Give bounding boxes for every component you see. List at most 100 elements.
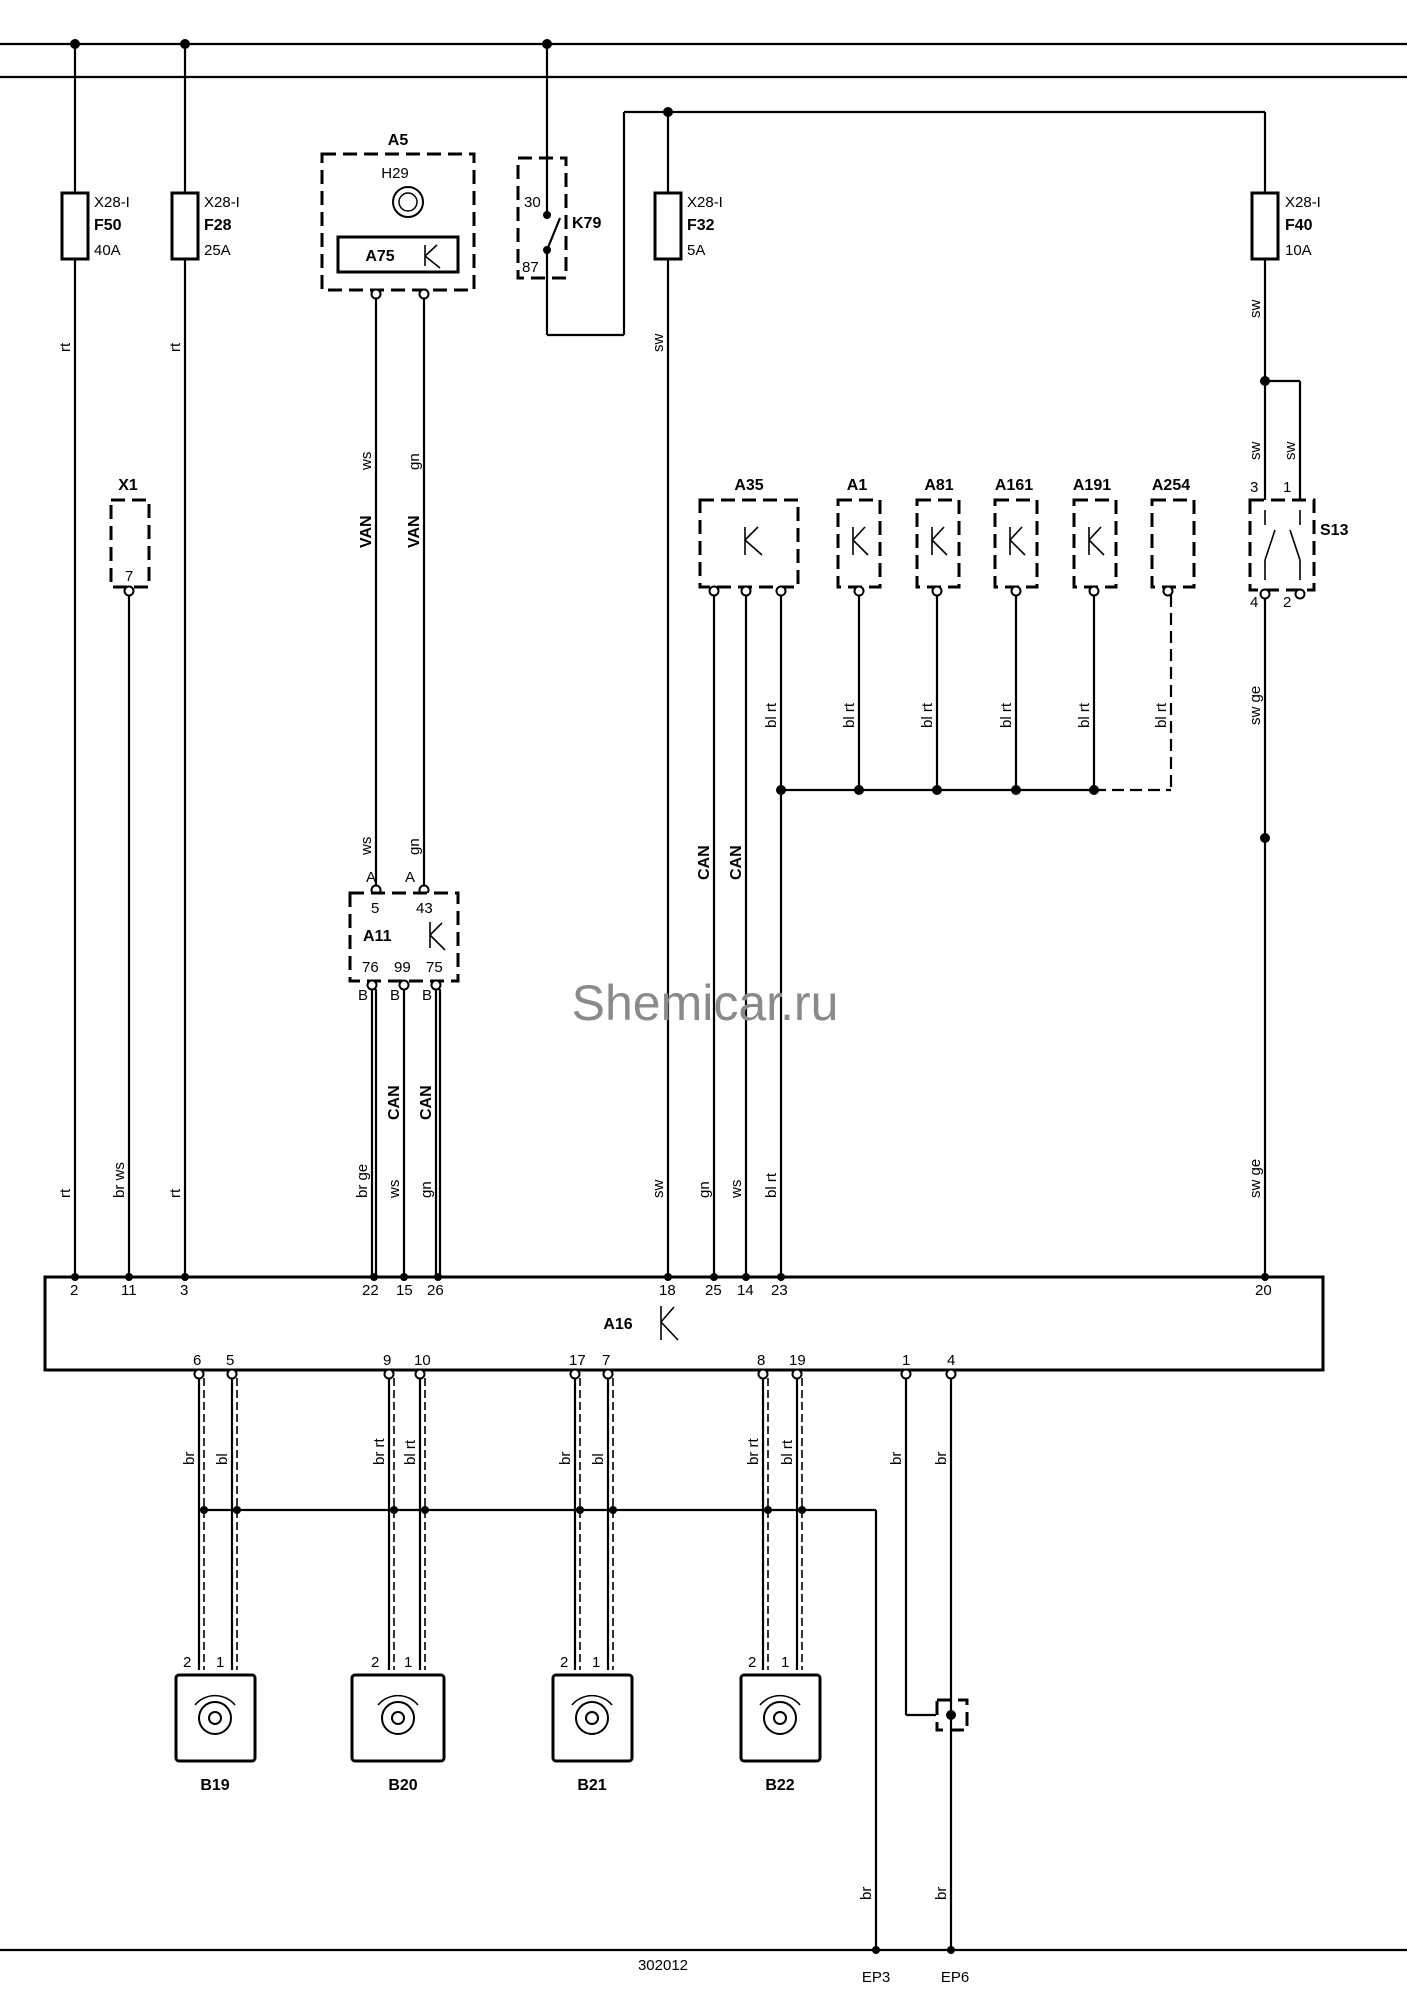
wire-label: br	[557, 1452, 574, 1465]
module-a161: A161	[993, 477, 1039, 597]
sensor-pin: 2	[371, 1654, 379, 1671]
fuse-connector-label: X28-I	[687, 194, 723, 211]
main-unit-id: A16	[603, 1316, 632, 1333]
wire-label: ws	[358, 837, 375, 856]
ground-point-ep3: EP3	[862, 1969, 890, 1986]
pin-label: 11	[121, 1282, 137, 1299]
fuse-rating: 10A	[1285, 242, 1312, 259]
bus-label-van: VAN	[358, 515, 375, 548]
relay-id: K79	[572, 215, 601, 232]
pin-label: 10	[414, 1352, 431, 1369]
wire-label: rt	[167, 342, 184, 352]
wire-label: rt	[167, 1188, 184, 1198]
pin-label: 9	[383, 1352, 391, 1369]
module-id: A161	[995, 477, 1033, 494]
wire-label: gn	[418, 1181, 435, 1198]
connector-x1: X1 7	[109, 477, 151, 1277]
lamp-icon	[392, 186, 424, 218]
pin-label: 17	[569, 1352, 586, 1369]
lamp-label: H29	[381, 165, 409, 182]
pin-label: 2	[70, 1282, 78, 1299]
pin-label: 25	[705, 1282, 722, 1299]
wire-label: ws	[358, 452, 375, 471]
junction-dot	[1260, 833, 1270, 843]
module-id: A11	[363, 928, 392, 945]
pin-label: 1	[902, 1352, 910, 1369]
speed-sensor-icon	[198, 1701, 232, 1735]
module-a35: A35	[698, 477, 800, 597]
wire-label: br ge	[354, 1164, 371, 1198]
wire-label: gn	[696, 1181, 713, 1198]
sensor-id: B21	[577, 1777, 606, 1794]
connector-pin: 7	[125, 568, 133, 585]
wire-label: bl rt	[402, 1439, 419, 1465]
pin-label: 19	[789, 1352, 806, 1369]
relay-pin-30: 30	[524, 194, 541, 211]
sensor-b19: 2 1 B19	[174, 1654, 257, 1794]
relay-k79: 30 87 K79	[516, 44, 1265, 337]
module-id: A254	[1152, 477, 1190, 494]
fuse-connector-label: X28-I	[94, 194, 130, 211]
wire-label: gn	[406, 453, 423, 470]
fuse-id: F40	[1285, 217, 1313, 234]
wire-label: bl rt	[1076, 702, 1093, 728]
connector-id: X1	[118, 477, 138, 494]
pin-label: 4	[947, 1352, 955, 1369]
wire-label: bl rt	[763, 1172, 780, 1198]
switch-s13: 3 1 4 2 S13	[1248, 479, 1349, 611]
wire-label: br	[858, 1887, 875, 1900]
bus-label-can: CAN	[418, 1085, 435, 1120]
wire-label: bl rt	[763, 702, 780, 728]
conn-b: B	[358, 987, 368, 1004]
a11-pin-5: 5	[371, 900, 379, 917]
wire-label: gn	[406, 838, 423, 855]
pin-label: 26	[427, 1282, 444, 1299]
a11-pin-43: 43	[416, 900, 433, 917]
main-unit-a16: A16 2 11 3 22 15 26 18 25 14 23 20 6 5 9…	[43, 1275, 1325, 1372]
fuse-f28: X28-I F28 25A	[170, 44, 240, 1277]
bus-label-van: VAN	[406, 515, 423, 548]
pin-label: 20	[1255, 1282, 1272, 1299]
sensor-b22: 2 1 B22	[739, 1654, 822, 1794]
shielded-cables	[197, 1378, 878, 1950]
submodule-id: A75	[365, 248, 394, 265]
wire-label: br rt	[371, 1438, 388, 1466]
module-a81: A81	[915, 477, 961, 597]
sensor-pin: 2	[183, 1654, 191, 1671]
wire-label: bl rt	[998, 702, 1015, 728]
pin-label: 23	[771, 1282, 788, 1299]
sensor-b21: 2 1 B21	[551, 1654, 634, 1794]
pin-label: 7	[602, 1352, 610, 1369]
sensor-pin: 2	[560, 1654, 568, 1671]
speed-sensor-icon	[575, 1701, 609, 1735]
pin-label: 3	[180, 1282, 188, 1299]
sensor-pin: 2	[748, 1654, 756, 1671]
wire-label: sw	[650, 334, 667, 353]
conn-a: A	[366, 869, 376, 886]
sensor-pin: 1	[216, 1654, 224, 1671]
fuse-rating: 25A	[204, 242, 231, 259]
fuse-id: F32	[687, 217, 715, 234]
sensor-id: B22	[765, 1777, 794, 1794]
wire-label: br	[933, 1887, 950, 1900]
pin-label: 18	[659, 1282, 676, 1299]
wire-label: sw ge	[1247, 1159, 1264, 1198]
a11-pin-76: 76	[362, 959, 379, 976]
sensor-pin: 1	[781, 1654, 789, 1671]
wire-label: br	[888, 1452, 905, 1465]
wire-label: ws	[728, 1180, 745, 1199]
wire-label: sw	[1247, 442, 1264, 461]
wire-label: sw	[1247, 300, 1264, 319]
module-a5: A5 H29 A75	[320, 132, 476, 300]
page-number: 302012	[638, 1957, 688, 1974]
module-id: A81	[924, 477, 953, 494]
wire-label: sw	[1282, 442, 1299, 461]
a11-pin-99: 99	[394, 959, 411, 976]
pin-label: 14	[737, 1282, 754, 1299]
speed-sensor-icon	[763, 1701, 797, 1735]
sensor-pin: 1	[592, 1654, 600, 1671]
ground-wires	[872, 1378, 969, 1954]
pin-label: 15	[396, 1282, 413, 1299]
sensor-b20: 2 1 B20	[350, 1654, 446, 1794]
pin-label: 6	[193, 1352, 201, 1369]
